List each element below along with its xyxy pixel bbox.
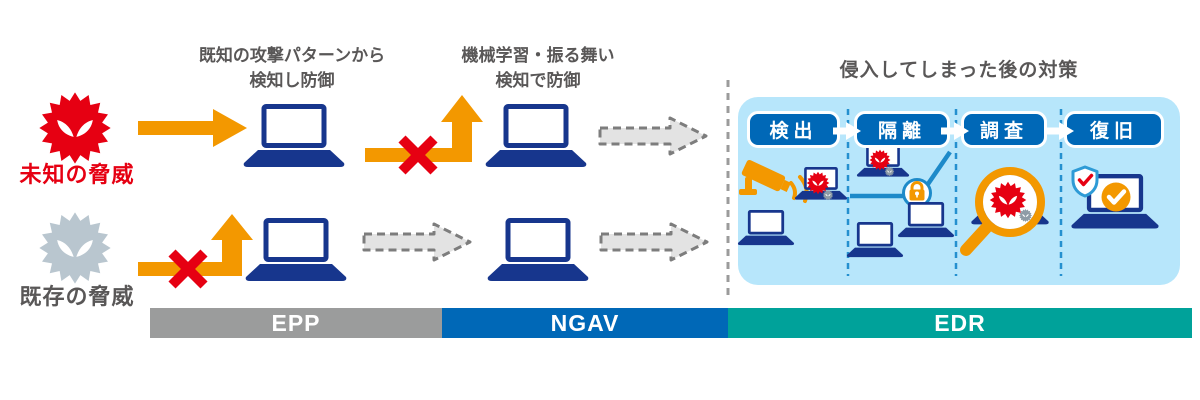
laptop-icon bbox=[244, 107, 345, 168]
epp-bar-label: EPP bbox=[271, 309, 321, 336]
ngav-caption-line1: 機械学習・振る舞い bbox=[461, 46, 615, 65]
deflected-arrow-icon bbox=[138, 214, 253, 276]
laptop-icon bbox=[486, 107, 587, 168]
ngav-caption: 機械学習・振る舞い 検知で防御 bbox=[418, 44, 658, 93]
ngav-caption-line2: 検知で防御 bbox=[495, 70, 581, 90]
pass-through-dashed-arrow-icon bbox=[362, 222, 472, 262]
step-arrow-icon bbox=[833, 122, 861, 140]
magnifier-virus-icon bbox=[960, 167, 1045, 256]
virus-icon bbox=[1018, 208, 1033, 223]
edr-step-recover: 復旧 bbox=[1064, 111, 1164, 148]
pass-through-dashed-arrow-icon bbox=[598, 116, 708, 156]
epp-caption-line1: 既知の攻撃パターンから bbox=[198, 46, 386, 65]
virus-icon bbox=[869, 149, 891, 171]
check-circle-icon bbox=[1101, 182, 1131, 212]
known-threat-virus-icon bbox=[39, 212, 111, 284]
unknown-threat-label: 未知の脅威 bbox=[19, 162, 135, 187]
shield-check-icon bbox=[1071, 165, 1099, 198]
laptop-icon bbox=[246, 221, 347, 282]
epp-caption-line2: 検知し防御 bbox=[249, 70, 335, 90]
edr-step-investigate: 調査 bbox=[961, 111, 1047, 148]
edr-step-isolate: 隔離 bbox=[854, 111, 950, 148]
blocked-x-icon bbox=[168, 249, 208, 289]
pass-through-dashed-arrow-icon bbox=[599, 222, 709, 262]
edr-step-detect: 検出 bbox=[747, 111, 840, 148]
laptop-icon bbox=[488, 221, 589, 282]
edr-bar-label: EDR bbox=[934, 309, 986, 336]
unknown-threat-virus-icon bbox=[39, 92, 111, 164]
virus-icon bbox=[822, 189, 834, 201]
ngav-bar: NGAV bbox=[442, 308, 728, 338]
epp-bar: EPP bbox=[150, 308, 442, 338]
edr-panel-title: 侵入してしまった後の対策 bbox=[839, 60, 1079, 81]
attack-arrow-icon bbox=[138, 109, 247, 147]
epp-caption: 既知の攻撃パターンから 検知し防御 bbox=[172, 44, 412, 93]
step-arrow-icon bbox=[941, 122, 969, 140]
blocked-x-icon bbox=[398, 135, 438, 175]
virus-icon bbox=[884, 166, 895, 177]
known-threat-label: 既存の脅威 bbox=[19, 284, 135, 309]
deflected-arrow-icon bbox=[365, 95, 483, 162]
step-arrow-icon bbox=[1046, 122, 1074, 140]
ngav-bar-label: NGAV bbox=[550, 309, 620, 336]
edr-bar: EDR bbox=[728, 308, 1192, 338]
